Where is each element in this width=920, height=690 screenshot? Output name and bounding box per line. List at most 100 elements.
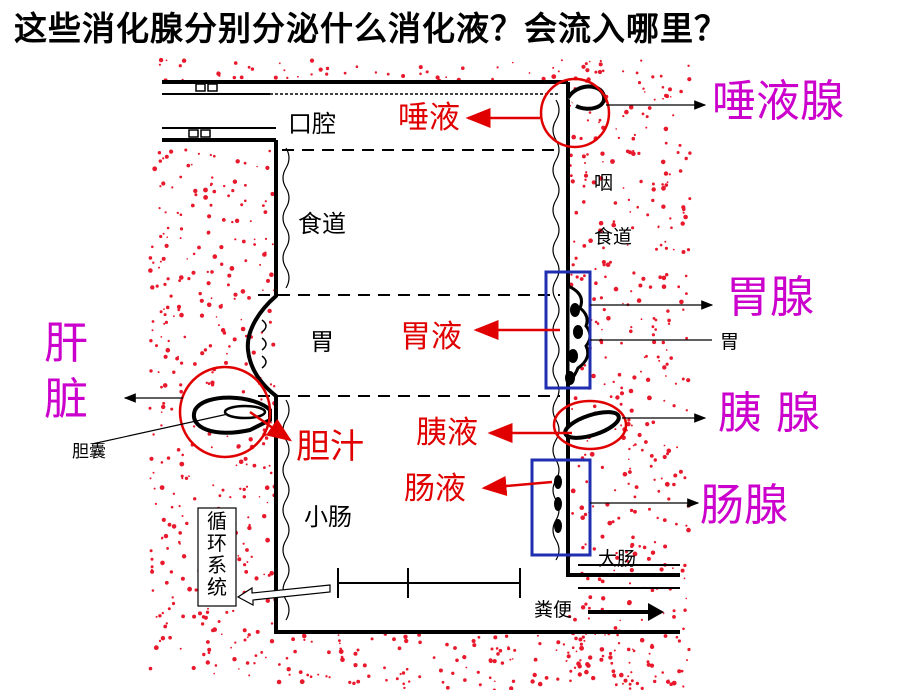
tissue-dot [302,633,307,639]
tissue-dot [640,318,643,321]
tissue-dot [254,654,258,657]
tissue-dot [193,362,197,366]
tissue-dot [660,477,663,480]
tissue-dot [173,315,175,318]
tissue-dot [258,496,261,498]
tissue-dot [646,662,651,667]
tissue-dot [683,476,687,480]
tissue-dot [630,544,634,549]
tissue-dot [612,220,616,223]
tissue-dot [245,463,248,466]
tissue-dot [569,153,573,158]
side-label-feces: 粪便 [534,599,573,621]
tissue-dot [477,635,481,639]
tissue-dot [150,569,155,574]
tissue-dot [672,567,674,570]
juice-intestinal: 肠液 [404,471,466,507]
tissue-dot [244,362,248,366]
tissue-dot [665,349,668,351]
tissue-dot [642,545,647,550]
tissue-dot [271,342,276,347]
tissue-dot [653,478,656,481]
tissue-dot [513,648,517,652]
tissue-dot [352,682,355,685]
tissue-dot [627,600,632,605]
tissue-dot [254,576,259,581]
tissue-dot [401,671,406,675]
tissue-dot [687,77,692,82]
tissue-dot [248,437,253,442]
tissue-dot [672,114,675,117]
tissue-dot [651,325,655,329]
tissue-dot [652,317,656,320]
tissue-dot [213,672,215,675]
tissue-dot [611,222,616,228]
tissue-dot [246,561,249,563]
tissue-dot [598,228,603,234]
tissue-dot [630,424,633,427]
tissue-dot [232,609,235,613]
tissue-dot [666,452,669,456]
tissue-dot [656,516,659,520]
tissue-dot [632,551,638,557]
tissue-dot [568,614,572,619]
tissue-dot [152,166,158,172]
tissue-dot [579,277,584,281]
tissue-dot [150,557,154,561]
tissue-dot [273,75,278,80]
tissue-dot [215,316,218,318]
intestinal-juice-arrow [481,476,553,496]
tissue-dot [392,637,396,642]
tissue-dot [614,489,617,492]
tissue-dot [613,286,619,292]
tissue-dot [161,404,166,410]
label-small-intestine: 小肠 [304,503,352,531]
tissue-dot [651,187,656,192]
tissue-dot [583,173,589,178]
tissue-dot [576,661,581,666]
tissue-dot [685,409,688,412]
tissue-dot [226,283,230,287]
tissue-dot [574,636,578,641]
tissue-dot [597,69,603,75]
tissue-dot [585,480,589,484]
tissue-dot [232,657,237,662]
tissue-dot [623,678,628,683]
tissue-dot [645,115,649,119]
tissue-dot [588,238,593,243]
tissue-dot [573,617,577,622]
tissue-dot [210,446,213,449]
tube-walls [162,80,680,634]
tissue-dot [628,447,631,451]
tissue-dot [609,260,612,264]
tissue-dot [200,622,205,626]
tissue-dot [169,149,174,154]
tissue-dot [682,211,685,214]
tissue-dot [239,487,242,490]
juice-gastric: 胃液 [400,319,462,355]
tissue-dot [155,615,158,618]
tissue-dot [160,336,163,338]
tissue-dot [582,244,587,248]
tissue-dot [649,454,654,458]
tissue-dot [337,634,340,636]
tissue-dot [162,383,168,388]
tissue-dot [667,497,671,501]
tissue-dot [642,87,645,90]
tissue-dot [197,245,201,250]
tissue-dot [536,634,539,637]
tissue-dot [663,444,666,447]
tissue-dot [383,666,386,670]
tissue-dot [634,485,639,489]
tissue-dot [239,75,244,80]
tissue-dot [218,74,221,77]
tissue-dot [613,201,618,205]
tissue-dot [152,261,155,264]
tissue-dot [611,520,615,524]
tissue-dot [574,256,578,260]
tissue-dot [490,647,494,651]
tissue-dot [157,151,162,155]
tissue-dot [651,333,656,337]
tissue-dot [591,675,596,681]
tissue-dot [682,685,685,688]
